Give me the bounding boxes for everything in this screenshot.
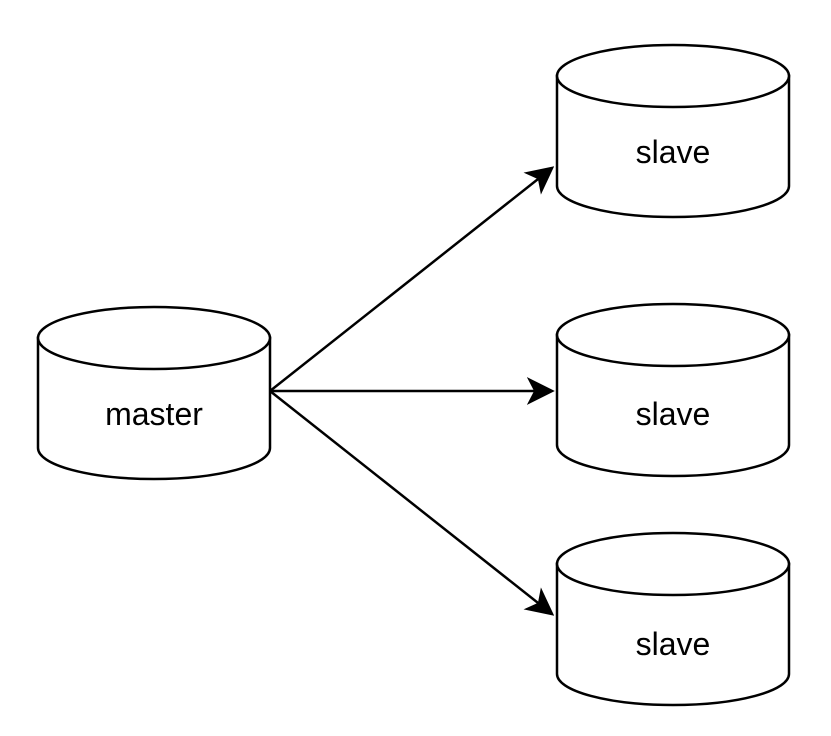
slave-middle-cylinder-body [555, 333, 791, 478]
slave-node-bottom: slave [555, 531, 791, 707]
slave-middle-cylinder-top [555, 302, 791, 368]
slave-bottom-cylinder-top [555, 531, 791, 597]
master-node: master [36, 305, 272, 481]
slave-top-cylinder-top [555, 43, 791, 109]
slave-top-label: slave [636, 134, 711, 170]
arrow-master-to-slave-bottom [269, 390, 555, 616]
slave-node-middle: slave [555, 302, 791, 478]
edges [269, 166, 555, 616]
slave-bottom-label: slave [636, 626, 711, 662]
slave-node-top: slave [555, 43, 791, 219]
slave-bottom-cylinder-body [555, 562, 791, 707]
slave-top-cylinder-body [555, 74, 791, 219]
master-label: master [105, 396, 203, 432]
slave-middle-label: slave [636, 396, 711, 432]
master-cylinder-body [36, 336, 272, 481]
master-cylinder-top [36, 305, 272, 371]
arrow-master-to-slave-top [269, 166, 555, 392]
